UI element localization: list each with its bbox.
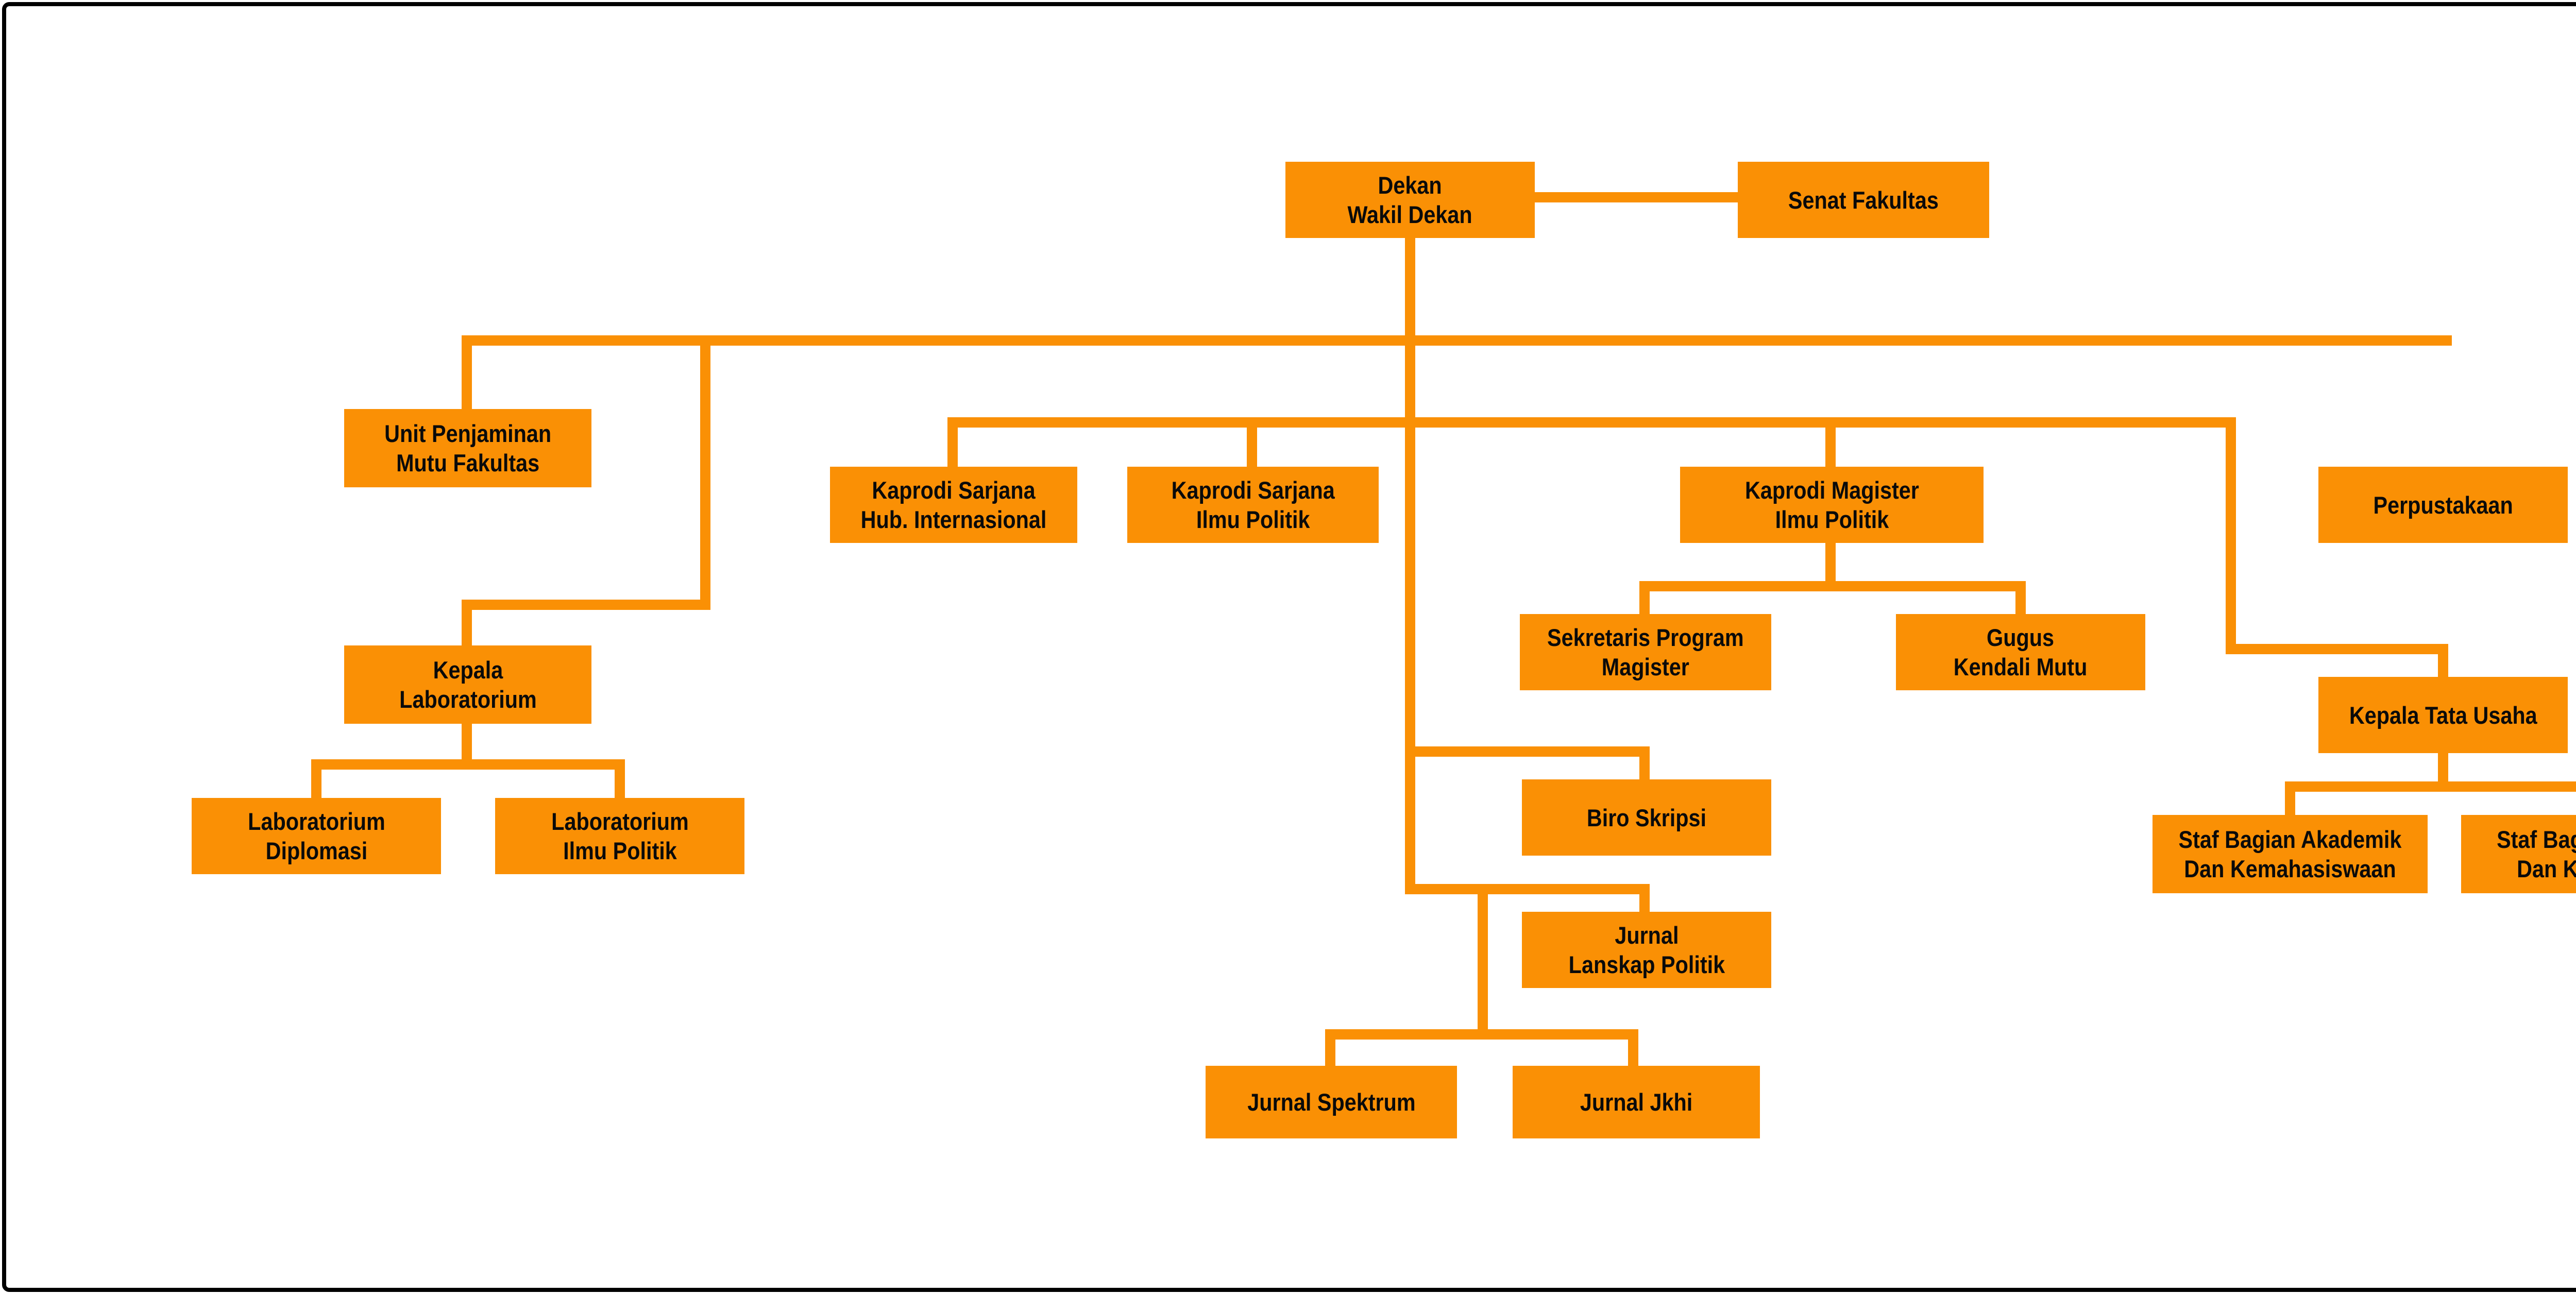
org-box-label-spektrum: Jurnal Spektrum: [1247, 1088, 1416, 1116]
connector-kaprodi-ip-drop: [1247, 417, 1257, 467]
org-box-label-dekan: Dekan Wakil Dekan: [1347, 172, 1473, 228]
connector-central-trunk: [1405, 238, 1415, 894]
org-box-label-perpus: Perpustakaan: [2373, 491, 2513, 519]
org-box-label-kepala-lab: Kepala Laboratorium: [399, 656, 537, 713]
org-box-label-kaprodi-mag: Kaprodi Magister Ilmu Politik: [1744, 476, 1919, 533]
org-box-unit: Unit Penjaminan Mutu Fakultas: [344, 409, 591, 487]
connector-gugus-drop: [2015, 581, 2026, 614]
connector-senat-link: [1535, 192, 1738, 202]
org-box-spektrum: Jurnal Spektrum: [1206, 1066, 1457, 1138]
org-box-perpus: Perpustakaan: [2318, 467, 2568, 543]
org-box-label-lab-dip: Laboratorium Diplomasi: [247, 808, 385, 864]
connector-lab-dip-drop: [311, 759, 321, 798]
connector-sekretaris-drop: [1639, 581, 1650, 614]
org-box-lanskap: Jurnal Lanskap Politik: [1522, 912, 1771, 988]
org-box-label-unit: Unit Penjaminan Mutu Fakultas: [384, 420, 552, 476]
connector-kaprodi-mag-down: [1825, 543, 1836, 591]
connector-rail-3: [1639, 581, 2026, 591]
org-box-label-kaprodi-hub: Kaprodi Sarjana Hub. Internasional: [860, 476, 1047, 533]
connector-spektrum-drop: [1325, 1029, 1335, 1066]
connector-jurnal-trunk: [1478, 884, 1488, 1040]
connector-rail-5: [1325, 1029, 1638, 1040]
connector-lab-elbow-drop: [462, 600, 472, 645]
org-box-kepala-tu: Kepala Tata Usaha: [2318, 677, 2568, 753]
connector-tu-elbow-h: [2226, 644, 2448, 654]
org-box-label-sekretaris: Sekretaris Program Magister: [1547, 624, 1744, 680]
connector-lab-elbow-v: [700, 335, 710, 610]
org-box-senat: Senat Fakultas: [1738, 162, 1989, 238]
connector-kepala-lab-down: [462, 724, 472, 770]
connector-kaprodi-hub-drop: [947, 417, 958, 467]
org-box-label-senat: Senat Fakultas: [1788, 186, 1939, 214]
org-box-label-kepala-tu: Kepala Tata Usaha: [2349, 701, 2537, 729]
connector-jkhi-drop: [1628, 1029, 1638, 1066]
connector-biro-branch-h: [1410, 746, 1650, 757]
org-box-kepala-lab: Kepala Laboratorium: [344, 645, 591, 724]
connector-rail-1: [462, 335, 2452, 346]
connector-rail-6: [2285, 781, 2576, 792]
connector-kaprodi-mag-drop: [1825, 417, 1836, 467]
connector-tu-drop: [2438, 644, 2448, 677]
org-box-kaprodi-hub: Kaprodi Sarjana Hub. Internasional: [830, 467, 1077, 543]
org-box-kaprodi-mag: Kaprodi Magister Ilmu Politik: [1680, 467, 1984, 543]
connector-tu-elbow-v: [2226, 417, 2236, 654]
org-box-jkhi: Jurnal Jkhi: [1513, 1066, 1760, 1138]
org-box-dekan: Dekan Wakil Dekan: [1285, 162, 1535, 238]
org-box-biro: Biro Skripsi: [1522, 779, 1771, 856]
connector-unit-drop: [462, 335, 472, 409]
org-box-staf-akad: Staf Bagian Akademik Dan Kemahasiswaan: [2153, 815, 2428, 893]
org-box-sekretaris: Sekretaris Program Magister: [1520, 614, 1771, 690]
connector-lab-ip-drop: [615, 759, 625, 798]
org-box-label-staf-akad: Staf Bagian Akademik Dan Kemahasiswaan: [2178, 826, 2402, 882]
connector-lanskap-branch-h: [1410, 884, 1650, 894]
connector-staf-akad-drop: [2285, 781, 2295, 815]
org-box-label-kaprodi-ip: Kaprodi Sarjana Ilmu Politik: [1171, 476, 1335, 533]
org-box-label-gugus: Gugus Kendali Mutu: [1954, 624, 2088, 680]
org-box-label-staf-umum: Staf Bagian Umum Dan Keuangan: [2497, 826, 2576, 882]
org-box-label-biro: Biro Skripsi: [1586, 804, 1707, 831]
connector-lanskap-drop: [1639, 884, 1650, 912]
org-box-lab-ip: Laboratorium Ilmu Politik: [495, 798, 744, 874]
connector-rail-4: [311, 759, 625, 770]
org-box-kaprodi-ip: Kaprodi Sarjana Ilmu Politik: [1127, 467, 1379, 543]
connector-biro-drop: [1639, 746, 1650, 779]
org-box-gugus: Gugus Kendali Mutu: [1896, 614, 2145, 690]
connector-rail-2: [947, 417, 2236, 428]
connector-lab-elbow-h: [462, 600, 710, 610]
org-box-label-lab-ip: Laboratorium Ilmu Politik: [551, 808, 689, 864]
org-box-label-lanskap: Jurnal Lanskap Politik: [1568, 922, 1725, 978]
org-box-lab-dip: Laboratorium Diplomasi: [192, 798, 441, 874]
org-box-staf-umum: Staf Bagian Umum Dan Keuangan: [2461, 815, 2576, 893]
org-box-label-jkhi: Jurnal Jkhi: [1580, 1088, 1693, 1116]
